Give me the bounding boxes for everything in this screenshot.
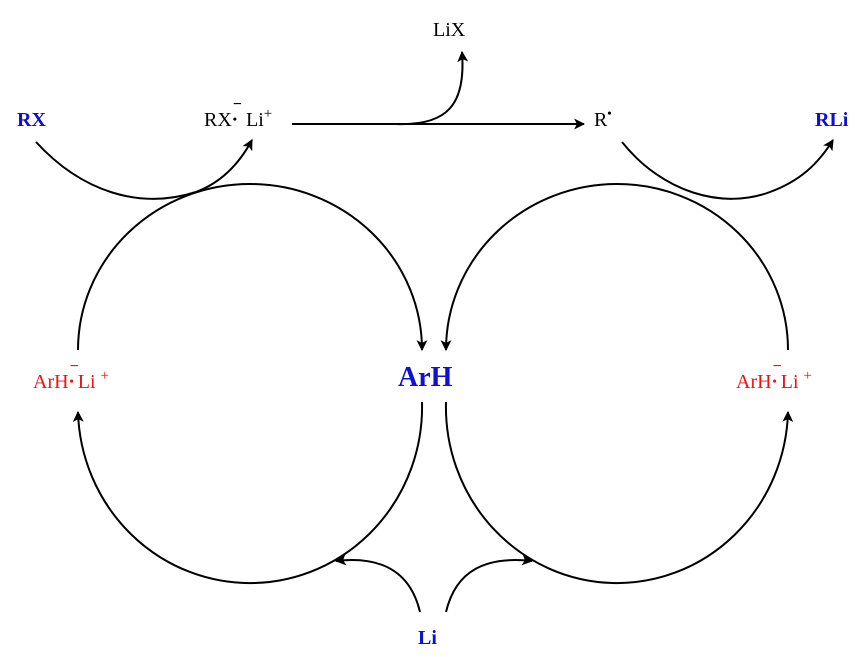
rli-label: RLi <box>815 110 848 130</box>
li-cation-text: Li <box>77 371 96 393</box>
arh-radical-anion-text: ArH <box>33 371 69 393</box>
r-text: R <box>594 109 608 131</box>
li-to-left-cycle-arrow <box>334 554 421 613</box>
arh-radical-anion-text: ArH <box>736 371 772 393</box>
right-cycle-top-arc <box>440 183 789 352</box>
li-metal-label: Li <box>418 628 437 648</box>
li-metal-text: Li <box>418 627 437 649</box>
radical-dot: • <box>772 374 777 388</box>
minus-sign: − <box>232 96 242 113</box>
li-to-right-cycle-arrow <box>445 554 534 613</box>
left-cycle-top-arc <box>77 183 428 352</box>
arh-radical-anion-right-label: ArH−• Li + <box>736 359 812 393</box>
left-cycle-bottom-arc <box>72 401 424 585</box>
rx-label: RX <box>17 110 46 130</box>
radical-dot: • <box>69 374 74 388</box>
rx-radical-anion-text: RX <box>204 109 232 131</box>
plus-sign: + <box>100 368 109 384</box>
plus-sign: + <box>803 368 812 384</box>
rx-text: RX <box>17 109 46 131</box>
minus-sign: − <box>69 358 79 375</box>
plus-sign: + <box>263 106 273 122</box>
arh-label: ArH <box>398 364 452 392</box>
arh-text: ArH <box>398 362 453 393</box>
radical-dot: • <box>607 106 612 120</box>
minus-sign: − <box>772 358 782 375</box>
r-radical-to-rli-arrow <box>621 139 834 200</box>
lix-label: LiX <box>433 20 465 40</box>
rli-text: RLi <box>815 109 849 131</box>
arh-radical-anion-left-label: ArH−• Li + <box>33 359 109 393</box>
right-cycle-bottom-arc <box>444 401 794 585</box>
lix-release-arrow <box>395 50 469 126</box>
lix-text: LiX <box>433 19 466 41</box>
rx-to-radical-anion-arrow <box>35 139 253 200</box>
li-cation-text: Li <box>246 109 264 131</box>
r-radical-label: R• <box>594 107 612 131</box>
radical-dot: • <box>232 112 237 126</box>
li-cation-text: Li <box>780 371 799 393</box>
rx-radical-anion-label: RX−• Li+ <box>204 97 272 131</box>
